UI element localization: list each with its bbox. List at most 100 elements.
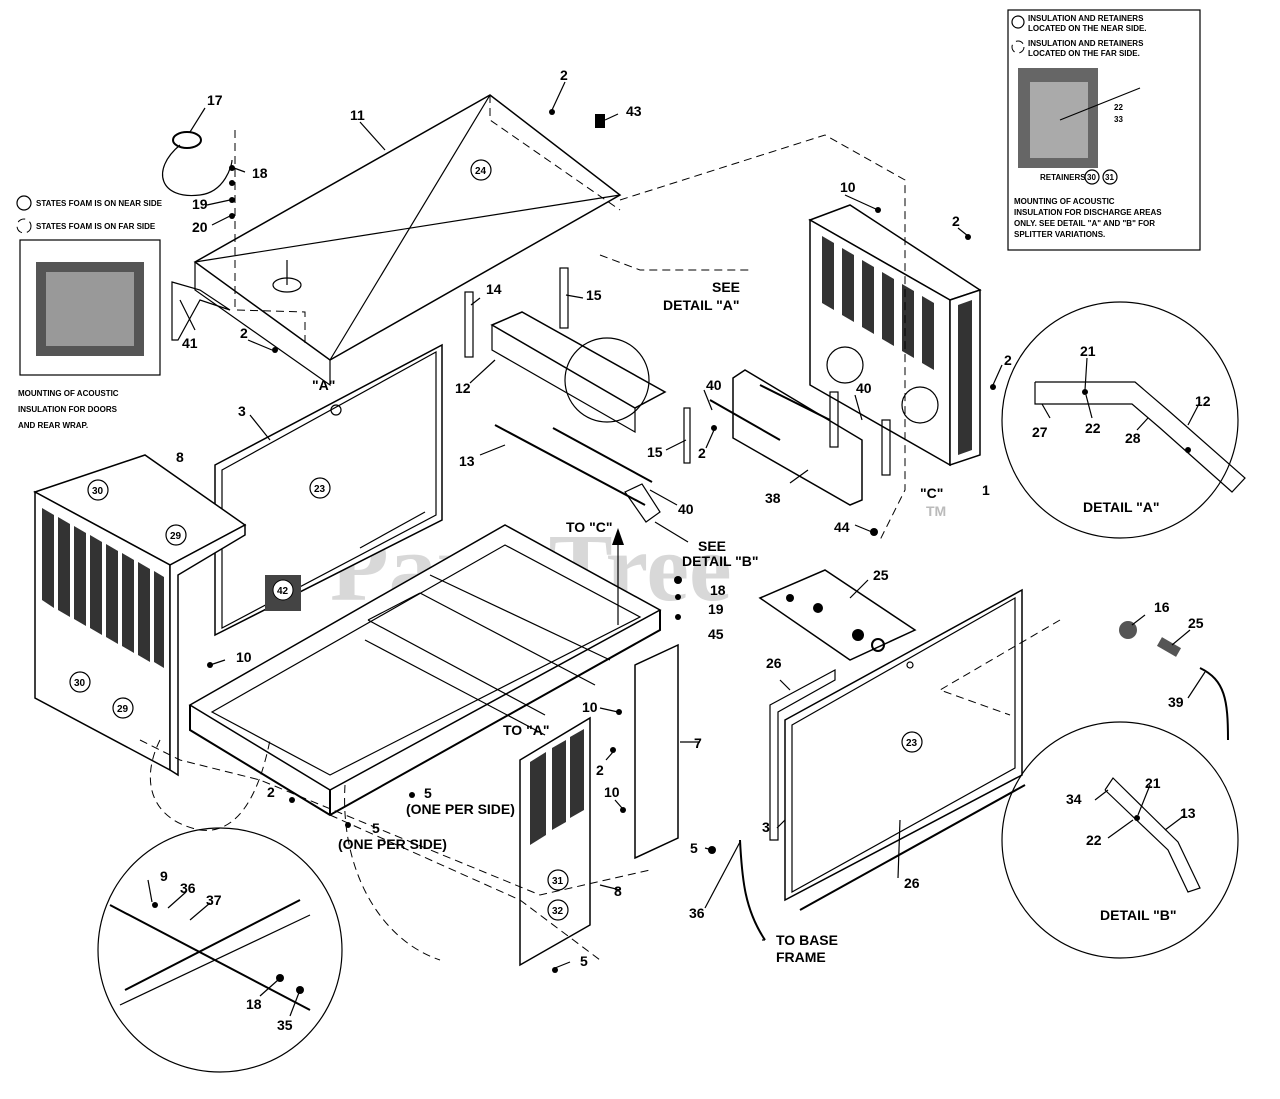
callout-16: 16 xyxy=(1154,599,1170,615)
callout-5a: 5 xyxy=(424,785,432,801)
callout-1: 1 xyxy=(982,482,990,498)
callout-3b: 3 xyxy=(762,819,770,835)
part-15-strip xyxy=(559,267,569,329)
callout-5d: 5 xyxy=(580,953,588,969)
detail-b xyxy=(1001,721,1239,959)
callout-18a: 18 xyxy=(252,165,268,181)
callout-8a: 8 xyxy=(176,449,184,465)
legend-right: INSULATION AND RETAINERS LOCATED ON THE … xyxy=(1007,9,1201,251)
callout-10d: 10 xyxy=(604,784,620,800)
detail-a-28: 28 xyxy=(1125,430,1141,446)
legend-right-rear-2: LOCATED ON THE NEAR SIDE. xyxy=(1028,24,1147,33)
callout-13a: 13 xyxy=(459,453,475,469)
detail-a-12: 12 xyxy=(1195,393,1211,409)
callout-35: 35 xyxy=(277,1017,293,1033)
callout-11: 11 xyxy=(350,107,365,123)
legend-right-caption-3: ONLY. SEE DETAIL "A" AND "B" FOR xyxy=(1014,219,1155,228)
callout-40a: 40 xyxy=(706,377,722,393)
hose-36 xyxy=(739,839,766,941)
callout-44: 44 xyxy=(834,519,850,535)
callout-A1: "A" xyxy=(312,377,335,393)
detail-c-frame xyxy=(97,827,343,1073)
legend-right-caption-1: MOUNTING OF ACOUSTIC xyxy=(1014,197,1115,206)
callout-36a: 36 xyxy=(689,905,705,921)
callout-43: 43 xyxy=(626,103,642,119)
part-43-clip xyxy=(595,114,605,128)
see-detail-b-2: DETAIL "B" xyxy=(682,553,759,569)
legend-right-part-22: 22 xyxy=(1114,103,1123,112)
to-base-2: FRAME xyxy=(776,949,826,965)
callout-12a: 12 xyxy=(455,380,471,396)
see-detail-a-2: DETAIL "A" xyxy=(663,297,740,313)
part-7-panel xyxy=(634,643,679,860)
watermark-tm: TM xyxy=(926,503,946,519)
callout-10b: 10 xyxy=(236,649,252,665)
legend-right-far-1: INSULATION AND RETAINERS xyxy=(1028,39,1144,48)
callout-10c: 10 xyxy=(582,699,598,715)
callout-26a: 26 xyxy=(766,655,782,671)
legend-left-far: STATES FOAM IS ON FAR SIDE xyxy=(36,222,156,231)
part-38-splitter xyxy=(732,369,863,506)
callout-19b: 19 xyxy=(708,601,724,617)
detail-b-22: 22 xyxy=(1086,832,1102,848)
one-per-side-1: (ONE PER SIDE) xyxy=(406,801,515,817)
circled-30-front: 30 xyxy=(74,678,86,689)
detail-b-34: 34 xyxy=(1066,791,1082,807)
circled-32: 32 xyxy=(552,906,564,917)
bolts-18-19-20 xyxy=(229,165,235,219)
detail-a-22: 22 xyxy=(1085,420,1101,436)
callout-25b: 25 xyxy=(1188,615,1204,631)
callout-15a: 15 xyxy=(586,287,602,303)
callout-2d: 2 xyxy=(1004,352,1012,368)
leader-lines xyxy=(147,81,1206,1017)
detail-a-callout-circle xyxy=(564,337,650,423)
one-per-side-2: (ONE PER SIDE) xyxy=(338,836,447,852)
callout-39: 39 xyxy=(1168,694,1184,710)
circled-23-left: 23 xyxy=(314,484,326,495)
callout-40c: 40 xyxy=(678,501,694,517)
to-base-1: TO BASE xyxy=(776,932,838,948)
base-frame xyxy=(188,524,662,817)
circled-29-top: 29 xyxy=(170,531,182,542)
end-panel-left xyxy=(33,454,247,777)
legend-left-caption-2: INSULATION FOR DOORS xyxy=(18,405,118,414)
callout-5b: 5 xyxy=(372,820,380,836)
legend-right-retainers: RETAINERS xyxy=(1040,173,1086,182)
legend-left: STATES FOAM IS ON NEAR SIDE STATES FOAM … xyxy=(16,195,163,430)
callout-2c: 2 xyxy=(952,213,960,229)
callout-2a: 2 xyxy=(560,67,568,83)
callout-40b: 40 xyxy=(856,380,872,396)
callout-38: 38 xyxy=(765,490,781,506)
callout-3a: 3 xyxy=(238,403,246,419)
see-detail-b-1: SEE xyxy=(698,538,726,554)
callout-19a: 19 xyxy=(192,196,208,212)
callout-25a: 25 xyxy=(873,567,889,583)
callout-36b: 36 xyxy=(180,880,196,896)
legend-right-retainer-30: 30 xyxy=(1087,173,1096,182)
legend-right-rear-1: INSULATION AND RETAINERS xyxy=(1028,14,1144,23)
to-a: TO "A" xyxy=(503,722,549,738)
callout-2e: 2 xyxy=(698,445,706,461)
legend-right-caption-4: SPLITTER VARIATIONS. xyxy=(1014,230,1105,239)
part-17-plug xyxy=(162,131,233,197)
end-panel-lower xyxy=(519,716,591,967)
callout-7: 7 xyxy=(694,735,702,751)
legend-right-part-33: 33 xyxy=(1114,115,1123,124)
fitting-16-25-39 xyxy=(1119,621,1229,741)
detail-b-title: DETAIL "B" xyxy=(1100,907,1177,923)
detail-a-title: DETAIL "A" xyxy=(1083,499,1160,515)
dashed-guides xyxy=(139,134,1061,961)
door-panel-right xyxy=(769,588,1026,911)
callout-C: "C" xyxy=(920,485,943,501)
callout-18b: 18 xyxy=(710,582,726,598)
callout-15b: 15 xyxy=(647,444,663,460)
callout-37: 37 xyxy=(206,892,222,908)
detail-b-21: 21 xyxy=(1145,775,1161,791)
callout-14: 14 xyxy=(486,281,502,297)
callout-2b: 2 xyxy=(240,325,248,341)
circled-23-right: 23 xyxy=(906,738,918,749)
callout-2f: 2 xyxy=(596,762,604,778)
callout-17: 17 xyxy=(207,92,223,108)
detail-a-21: 21 xyxy=(1080,343,1096,359)
roof-panel xyxy=(193,94,622,387)
